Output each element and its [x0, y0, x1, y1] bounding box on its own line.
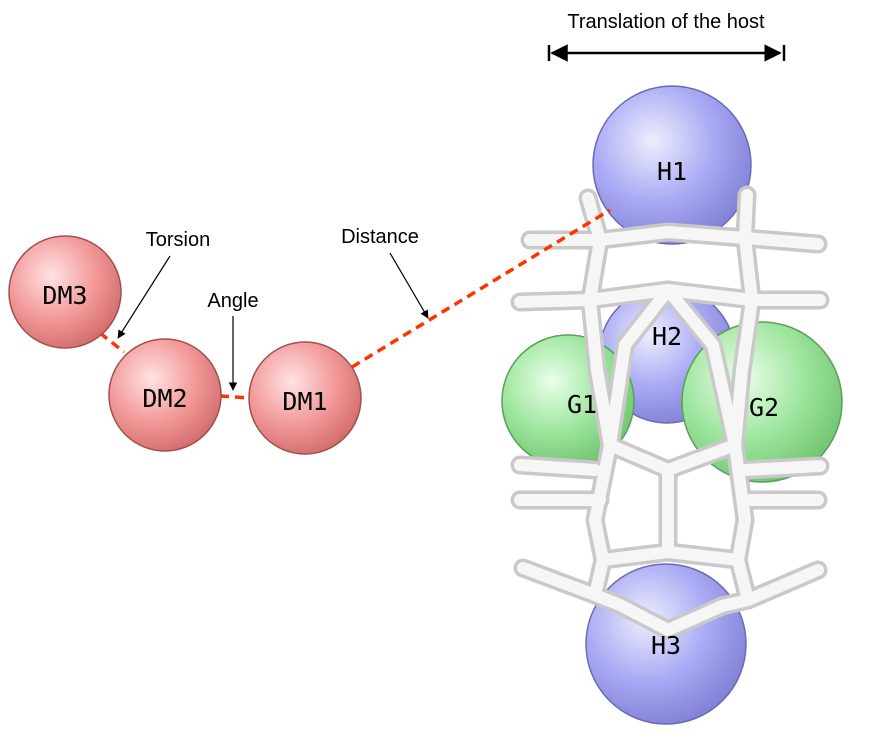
g1-label: G1	[567, 390, 597, 419]
restraint-lines	[98, 208, 611, 400]
translation-arrow	[547, 44, 786, 62]
translation-label: Translation of the host	[567, 11, 765, 33]
h2-label: H2	[652, 322, 682, 351]
distance-arrow	[389, 252, 429, 319]
h1-label: H1	[657, 157, 687, 186]
angle-restraint	[219, 394, 251, 400]
angle-label: Angle	[207, 290, 258, 312]
dm2-label: DM2	[142, 384, 187, 413]
distance-label: Distance	[341, 226, 419, 248]
torsion-arrow	[117, 255, 171, 339]
dm3-bead	[8, 235, 122, 349]
torsion-label: Torsion	[146, 229, 210, 251]
dm2-bead	[108, 338, 222, 452]
distance-restraint	[351, 208, 611, 369]
dm1-label: DM1	[282, 387, 327, 416]
dm3-label: DM3	[42, 281, 87, 310]
host-molecule-sticks	[510, 185, 830, 640]
h3-label: H3	[651, 631, 681, 660]
g2-label: G2	[749, 393, 779, 422]
h1-bead	[592, 85, 752, 245]
dm1-bead	[248, 341, 362, 455]
torsion-restraint	[98, 331, 126, 354]
